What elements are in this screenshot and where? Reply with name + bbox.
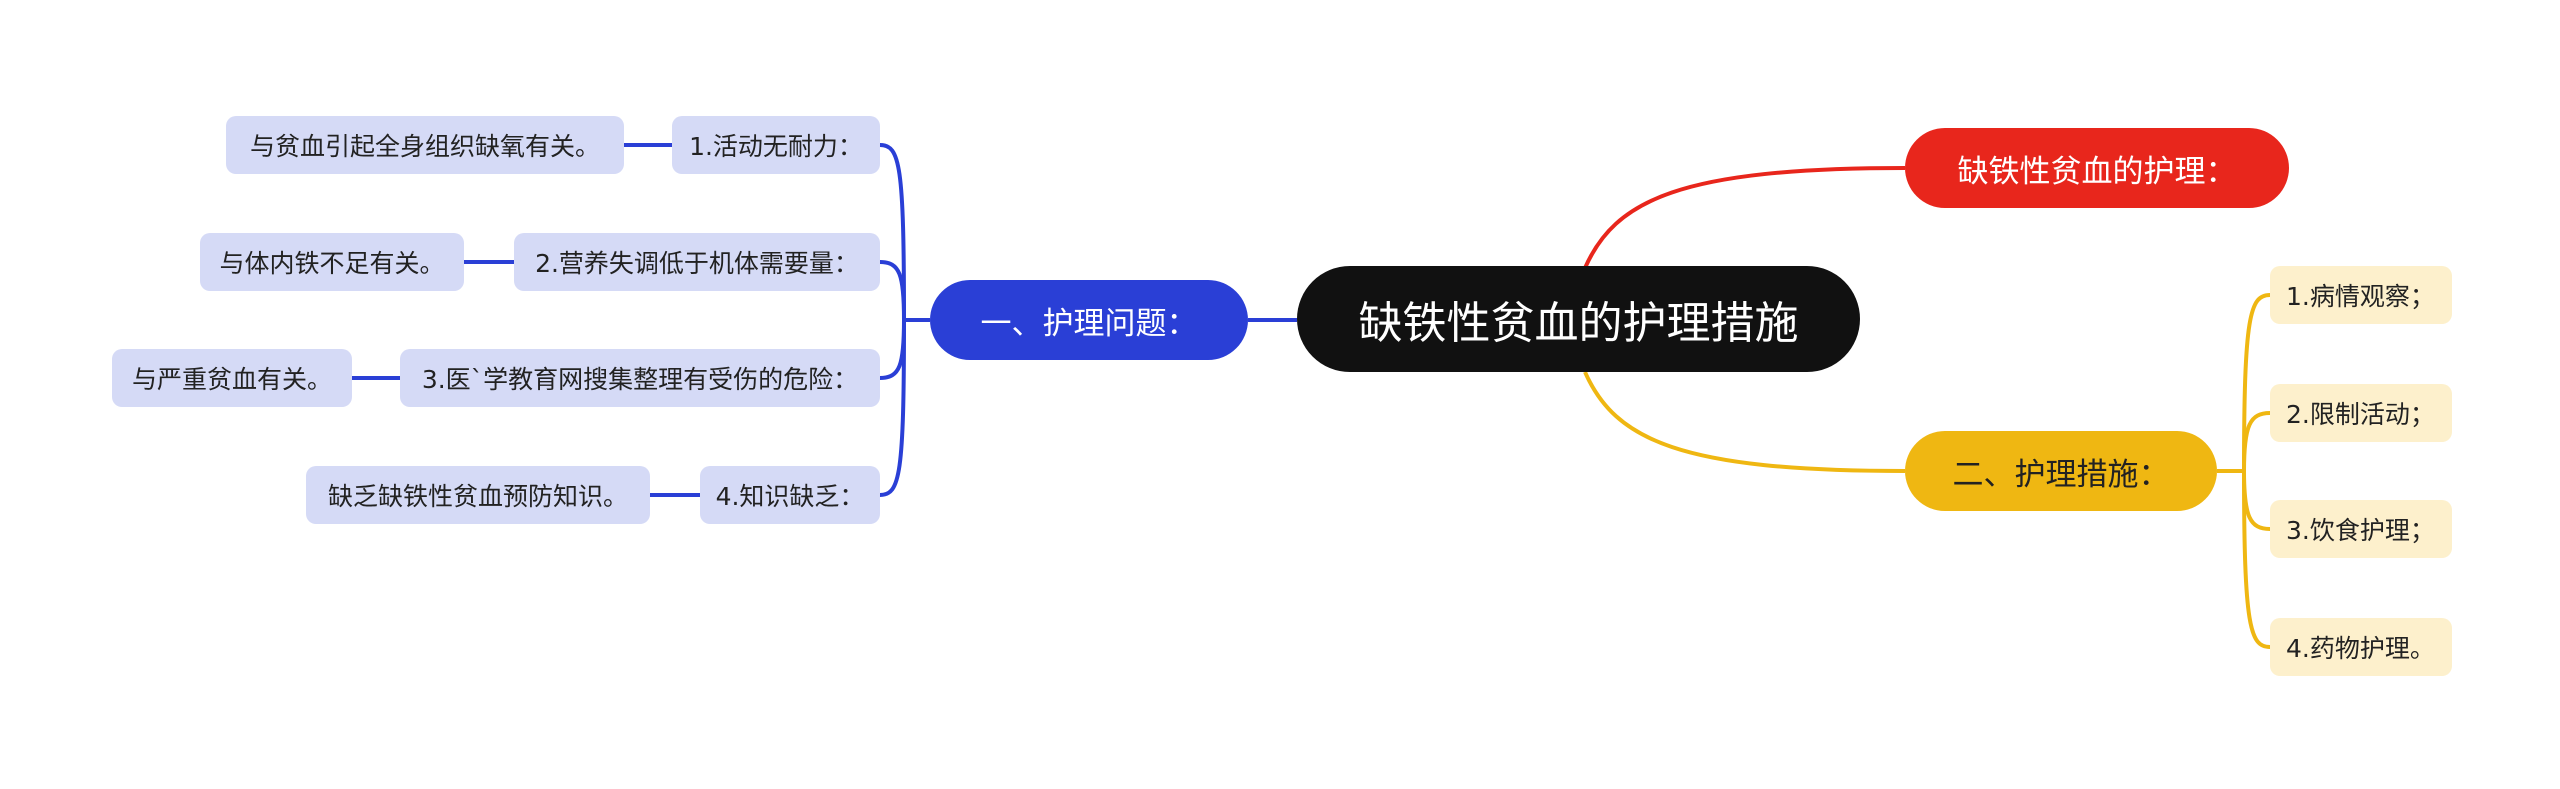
branch-nursing-measures-label: 二、护理措施： [1952,456,2170,493]
problem-item-2-label: 2.营养失调低于机体需要量： [535,249,859,278]
problem-detail-2-label: 与体内铁不足有关。 [219,249,445,278]
problem-item-4-label: 4.知识缺乏： [715,482,865,511]
problem-detail-4[interactable]: 缺乏缺铁性贫血预防知识。 [306,466,650,524]
problem-item-3[interactable]: 3.医`学教育网搜集整理有受伤的危险： [400,349,880,407]
problem-detail-3-label: 与严重贫血有关。 [131,365,332,394]
measure-item-2[interactable]: 2.限制活动； [2270,384,2452,442]
problem-item-3-label: 3.医`学教育网搜集整理有受伤的危险： [421,365,859,394]
problem-detail-1[interactable]: 与贫血引起全身组织缺氧有关。 [226,116,624,174]
problem-item-2[interactable]: 2.营养失调低于机体需要量： [514,233,880,291]
branch-nursing-care[interactable]: 缺铁性贫血的护理： [1905,128,2289,208]
measure-item-2-label: 2.限制活动； [2286,400,2435,429]
problem-item-1[interactable]: 1.活动无耐力： [672,116,880,174]
measure-item-3-label: 3.饮食护理； [2286,516,2435,545]
branch-nursing-problems[interactable]: 一、护理问题： [930,280,1248,360]
measure-item-4-label: 4.药物护理。 [2286,634,2435,663]
problem-detail-4-label: 缺乏缺铁性贫血预防知识。 [327,482,628,511]
measure-item-1[interactable]: 1.病情观察； [2270,266,2452,324]
branch-nursing-measures[interactable]: 二、护理措施： [1905,431,2217,511]
measure-item-4[interactable]: 4.药物护理。 [2270,618,2452,676]
problem-item-1-label: 1.活动无耐力： [689,132,863,161]
branch-nursing-problems-label: 一、护理问题： [980,305,1198,342]
root-topic-label: 缺铁性贫血的护理措施 [1358,298,1799,349]
root-topic[interactable]: 缺铁性贫血的护理措施 [1297,266,1860,372]
problem-item-4[interactable]: 4.知识缺乏： [700,466,880,524]
problem-detail-3[interactable]: 与严重贫血有关。 [112,349,352,407]
branch-nursing-care-label: 缺铁性贫血的护理： [1957,153,2237,190]
problem-detail-2[interactable]: 与体内铁不足有关。 [200,233,464,291]
measure-item-1-label: 1.病情观察； [2286,282,2435,311]
problem-detail-1-label: 与贫血引起全身组织缺氧有关。 [249,132,600,161]
measure-item-3[interactable]: 3.饮食护理； [2270,500,2452,558]
